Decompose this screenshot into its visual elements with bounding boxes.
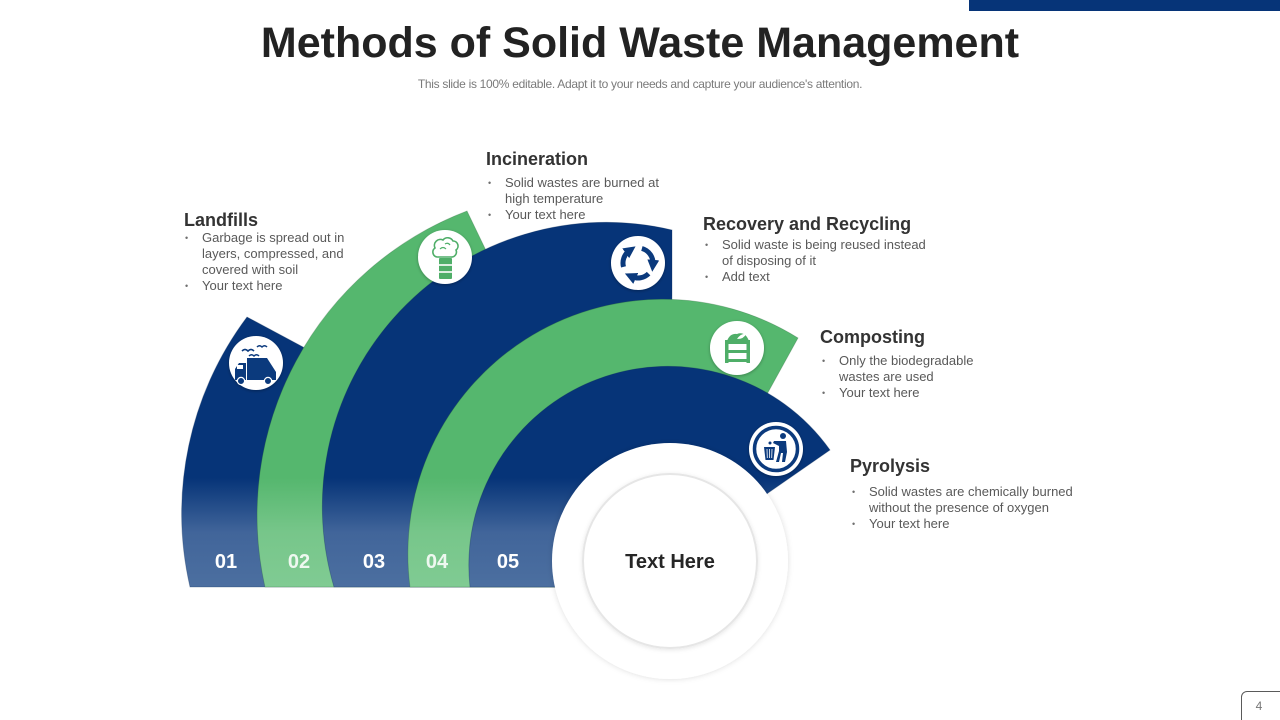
bullet-item: • Your text here [487, 207, 666, 223]
garbage-truck-icon [229, 336, 283, 390]
bullet-item: • Solid wastes are burned at high tempera… [487, 175, 666, 207]
step-title: Incineration [486, 149, 589, 169]
bullet-icon: • [822, 356, 826, 366]
page-number-box [1241, 691, 1280, 720]
bullet-list: • Solid wastes are chemically burned with… [851, 484, 1082, 532]
bullet-text: Your text here [869, 516, 950, 531]
smokestack-barrel-icon [418, 230, 472, 284]
bullet-icon: • [488, 210, 492, 220]
step-title: Composting [820, 327, 925, 347]
bullet-list: • Garbage is spread out in layers, compre… [184, 230, 352, 294]
center-inner-ring [582, 473, 758, 649]
page-number: 4 [1255, 699, 1263, 713]
bullet-text: Your text here [839, 385, 920, 400]
bullet-item: • Your text here [184, 278, 352, 294]
bullet-text: Only the biodegradable wastes are used [839, 353, 974, 384]
bullet-icon: • [822, 388, 826, 398]
compost-bin-icon [710, 321, 764, 375]
bullet-icon: • [185, 233, 189, 243]
bullet-text: Garbage is spread out in layers, compres… [202, 230, 345, 277]
bullet-text: Solid wastes are chemically burned witho… [869, 484, 1073, 515]
bullet-item: • Only the biodegradable wastes are used [821, 353, 980, 385]
bullet-icon: • [185, 281, 189, 291]
step-title: Pyrolysis [850, 456, 931, 476]
step-title: Recovery and Recycling [703, 214, 912, 234]
bullet-item: • Your text here [821, 385, 980, 401]
bullet-item: • Your text here [851, 516, 1082, 532]
recycle-icon [611, 236, 665, 290]
bullet-text: Your text here [505, 207, 586, 222]
step-title: Landfills [184, 210, 259, 230]
step-number-05: 05 [496, 551, 520, 573]
bullet-icon: • [852, 519, 856, 529]
bullet-icon: • [705, 272, 709, 282]
bullet-list: • Solid waste is being reused instead of … [704, 237, 935, 285]
slide-subtitle: This slide is 100% editable. Adapt it to… [417, 77, 863, 91]
bullet-item: • Solid waste is being reused instead of … [704, 237, 935, 269]
bullet-text: Solid wastes are burned at high temperat… [505, 175, 659, 206]
bullet-item: • Add text [704, 269, 935, 285]
bullet-item: • Solid wastes are chemically burned with… [851, 484, 1082, 516]
top-accent-bar [969, 0, 1280, 11]
bullet-item: • Garbage is spread out in layers, compre… [184, 230, 352, 278]
bullet-text: Your text here [202, 278, 283, 293]
bullet-text: Solid waste is being reused instead of d… [722, 237, 926, 268]
bullet-list: •Only the biodegradable wastes are used … [821, 353, 980, 401]
step-number-04: 04 [425, 551, 449, 573]
step-number-03: 03 [362, 551, 386, 573]
bullet-icon: • [705, 240, 709, 250]
center-label: Text Here [625, 551, 715, 573]
bullet-list: • Solid wastes are burned at high tempera… [487, 175, 666, 223]
bullet-icon: • [488, 178, 492, 188]
step-number-02: 02 [287, 551, 311, 573]
bullet-icon: • [852, 487, 856, 497]
slide-title: Methods of Solid Waste Management [260, 19, 1020, 67]
step-number-01: 01 [214, 551, 238, 573]
dispose-trash-icon [749, 422, 803, 476]
bullet-text: Add text [722, 269, 770, 284]
